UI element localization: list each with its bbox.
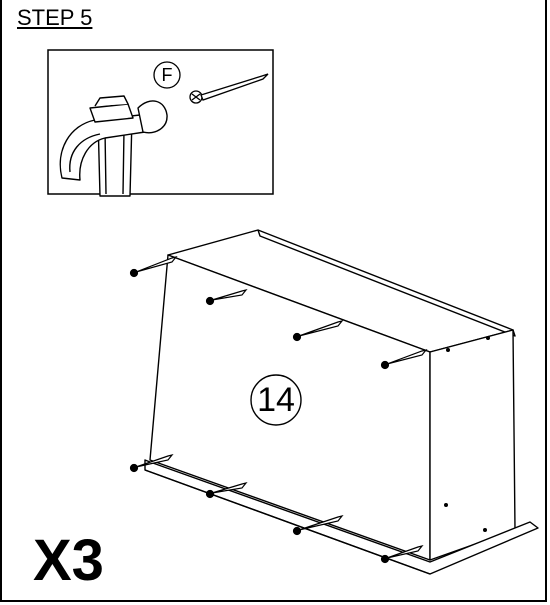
hammer-icon	[59, 95, 168, 197]
nail-top-1	[129, 255, 178, 278]
nail-top-4	[380, 348, 428, 370]
quantity-label: X3	[33, 528, 104, 593]
step-title: STEP 5	[17, 5, 93, 30]
nail-top-3	[292, 319, 344, 342]
nail-bottom-2	[205, 481, 248, 499]
nail-top-2	[205, 288, 248, 306]
part-number-label: 14	[257, 381, 295, 419]
screw-holes	[444, 336, 490, 532]
fastener-id-label: F	[161, 65, 173, 85]
nail-bottom-3	[292, 514, 344, 536]
nail-bottom-1	[129, 453, 174, 473]
nail-bottom-4	[380, 544, 424, 564]
part-callout-circle	[250, 374, 302, 426]
nail-icon	[189, 73, 269, 104]
cabinet-part	[144, 229, 539, 575]
fastener-callout-circle	[153, 61, 181, 89]
